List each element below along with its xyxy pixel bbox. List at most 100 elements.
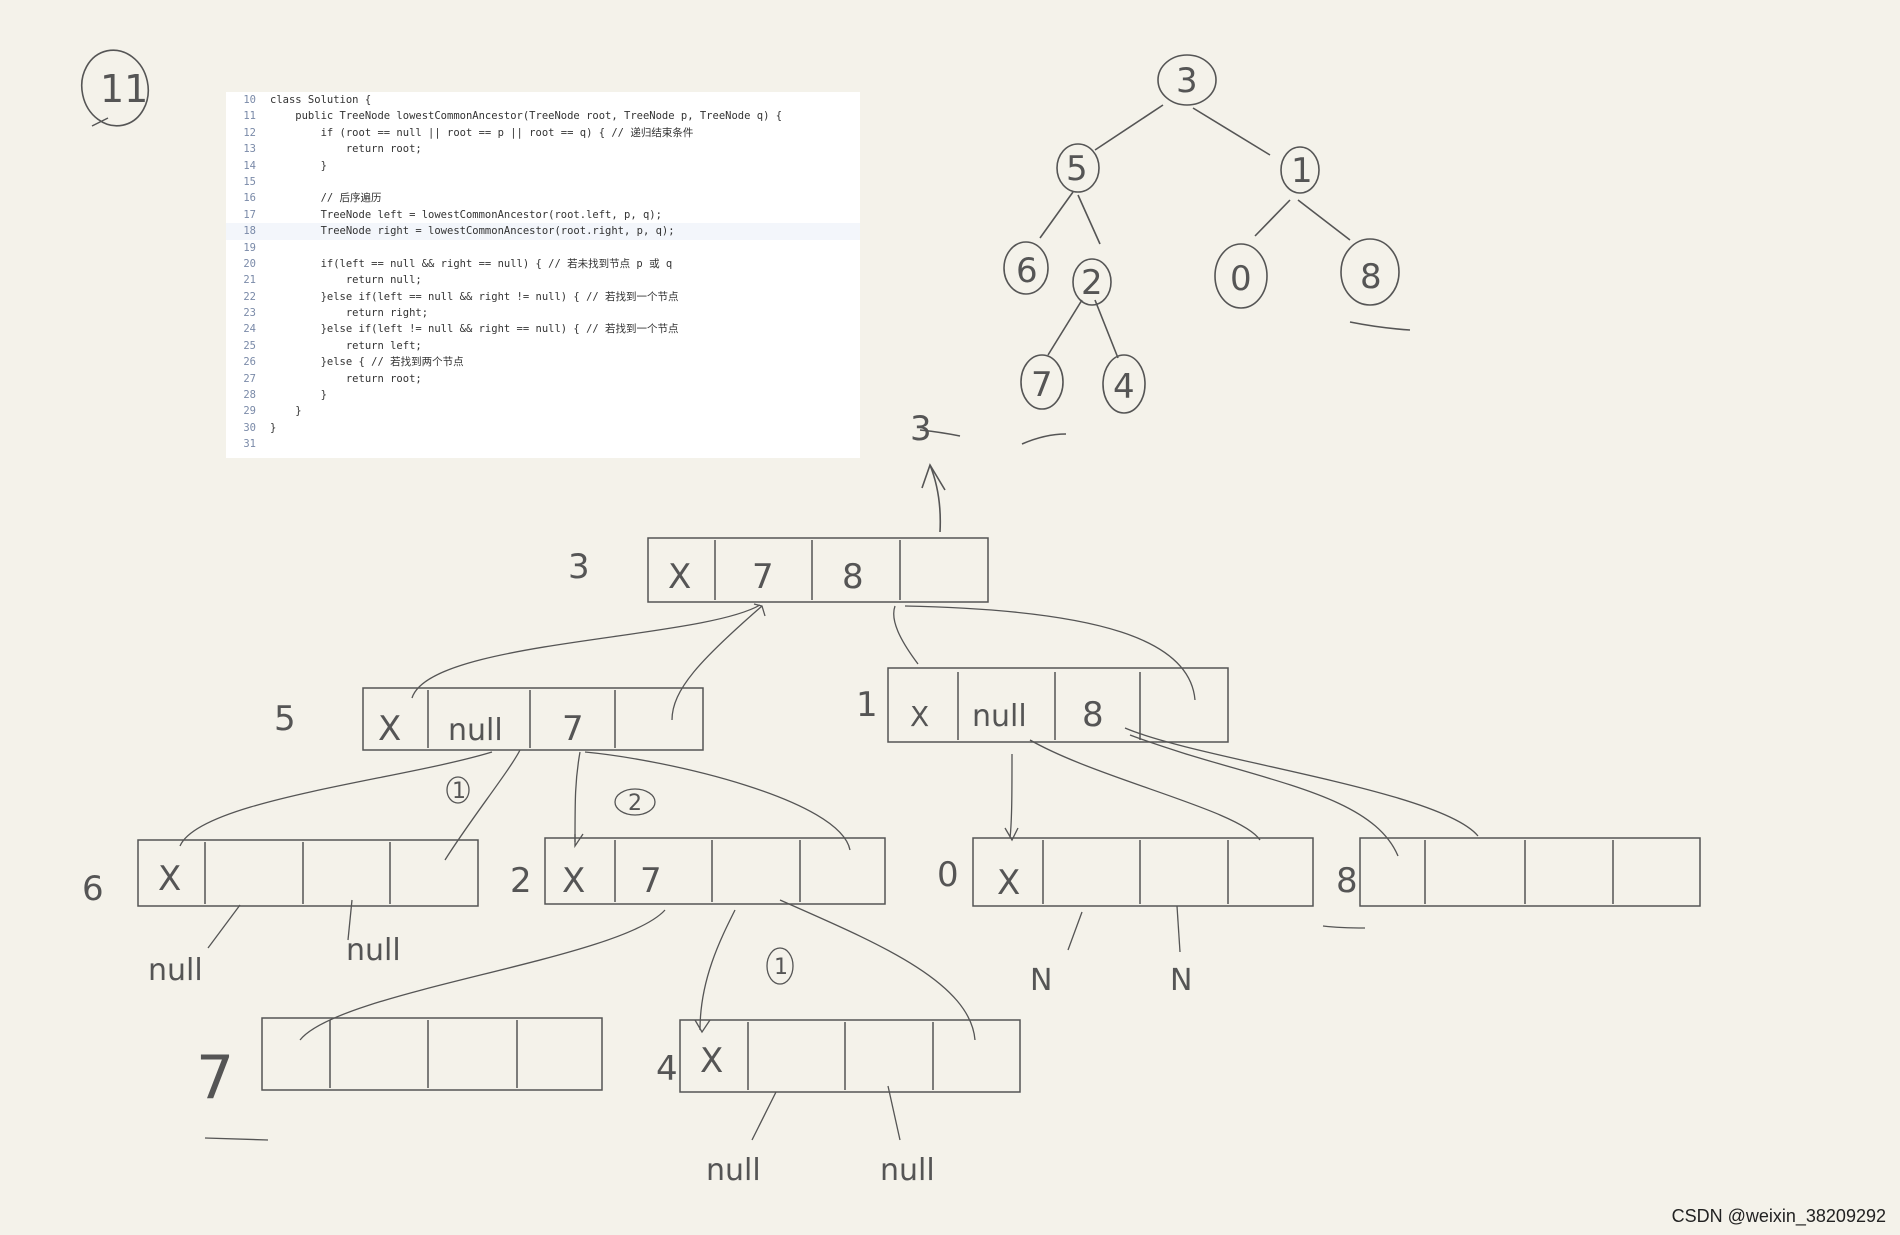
frame-5-cell-1: null (448, 713, 503, 748)
code-text: return right; (270, 307, 429, 320)
frame-label-5: 5 (274, 699, 296, 739)
code-line: 14 } (226, 158, 860, 174)
tree-node-4 (1102, 354, 1146, 414)
tree-label-7: 7 (1031, 365, 1053, 405)
code-text: } (270, 421, 277, 434)
tree-label-1: 1 (1291, 151, 1313, 191)
code-line: 26 }else { // 若找到两个节点 (226, 354, 860, 370)
tree-label-4: 4 (1113, 367, 1135, 407)
tree-node-6 (1003, 241, 1049, 295)
line-number: 31 (243, 438, 256, 451)
line-number: 12 (243, 126, 256, 139)
tree-label-6: 6 (1016, 251, 1038, 291)
line-number: 28 (243, 389, 256, 402)
code-text: // 后序遍历 (270, 192, 382, 205)
code-line: 13 return root; (226, 141, 860, 157)
frame-label-7: 7 (196, 1043, 234, 1113)
null-label-2: null (346, 933, 401, 968)
code-line: 31 (226, 436, 860, 452)
svg-text:11: 11 (100, 67, 148, 111)
code-text: return left; (270, 339, 422, 352)
code-text: } (270, 159, 327, 172)
line-number: 15 (243, 175, 256, 188)
code-text: }else if(left == null && right != null) … (270, 290, 679, 303)
frame-8 (1359, 837, 1701, 907)
code-line: 12 if (root == null || root == p || root… (226, 125, 860, 141)
frame-7 (261, 1017, 603, 1091)
line-number: 21 (243, 274, 256, 287)
null-label-4: N (1170, 963, 1192, 998)
tree-label-5: 5 (1066, 149, 1088, 189)
frame-2 (544, 837, 886, 905)
line-number: 26 (243, 356, 256, 369)
code-line: 20 if(left == null && right == null) { /… (226, 256, 860, 272)
frame-label-8: 8 (1336, 861, 1358, 901)
line-number: 18 (243, 225, 256, 238)
line-number: 30 (243, 421, 256, 434)
frame-1-cell-1: null (972, 699, 1027, 734)
frame-3-cell-0: X (668, 557, 691, 597)
frame-2-cell-1: 7 (640, 861, 662, 901)
code-text: class Solution { (270, 94, 372, 106)
code-line: 24 }else if(left != null && right == nul… (226, 321, 860, 337)
code-text: return root; (270, 143, 422, 156)
tree-label-2: 2 (1081, 263, 1103, 303)
line-number: 13 (243, 143, 256, 156)
code-line: 27 return root; (226, 371, 860, 387)
watermark: CSDN @weixin_38209292 (1671, 1206, 1886, 1226)
tree-node-1 (1280, 146, 1320, 194)
null-arrows (207, 899, 1181, 1141)
binary-tree (1003, 54, 1411, 445)
tree-label-0: 0 (1230, 259, 1252, 299)
frame-label-0: 0 (937, 855, 959, 895)
frame-6 (137, 839, 479, 907)
line-number: 29 (243, 405, 256, 418)
frame-1-cell-2: 8 (1082, 695, 1104, 735)
frame-5-cell-2: 7 (562, 709, 584, 749)
code-line: 29 } (226, 403, 860, 419)
code-line: 15 (226, 174, 860, 190)
null-label-1: null (148, 953, 203, 988)
frame-1-cell-0: X (910, 700, 929, 733)
frame-3 (647, 537, 989, 603)
edge-mark-1b: 1 (774, 955, 788, 980)
line-number: 27 (243, 372, 256, 385)
code-line: 23 return right; (226, 305, 860, 321)
code-line: 18 TreeNode right = lowestCommonAncestor… (226, 223, 860, 240)
tree-node-8 (1340, 238, 1400, 306)
line-number: 14 (243, 159, 256, 172)
edge-mark-2: 2 (628, 791, 642, 816)
null-label-6: null (880, 1153, 935, 1188)
frame-6-cell-0: X (158, 859, 181, 899)
edge-mark-1: 1 (452, 779, 466, 804)
line-number: 19 (243, 241, 256, 254)
null-label-3: N (1030, 963, 1052, 998)
frame-3-cell-2: 8 (842, 557, 864, 597)
line-number: 17 (243, 208, 256, 221)
line-number: 23 (243, 307, 256, 320)
frame-2-cell-0: X (562, 861, 585, 901)
page-number-mark: 11 (80, 49, 150, 127)
tree-node-5 (1056, 143, 1100, 193)
code-text: }else if(left != null && right == null) … (270, 323, 679, 336)
frame-label-1: 1 (856, 685, 878, 725)
line-number: 22 (243, 290, 256, 303)
code-text: return root; (270, 372, 422, 385)
code-text: TreeNode right = lowestCommonAncestor(ro… (270, 225, 675, 238)
frame-0-cell-0: X (997, 863, 1020, 903)
code-text: public TreeNode lowestCommonAncestor(Tre… (270, 110, 783, 123)
code-text: return null; (270, 274, 422, 287)
frame-label-3: 3 (568, 547, 590, 587)
stack-frames (137, 537, 1701, 1093)
code-text: }else { // 若找到两个节点 (270, 356, 464, 369)
result-arrow (919, 429, 961, 533)
tree-node-7 (1020, 354, 1064, 410)
tree-label-8: 8 (1360, 257, 1382, 297)
call-arrows (179, 603, 1479, 1041)
frame-4-cell-0: X (700, 1041, 723, 1081)
frame-1 (887, 667, 1229, 743)
frame-4 (679, 1019, 1021, 1093)
